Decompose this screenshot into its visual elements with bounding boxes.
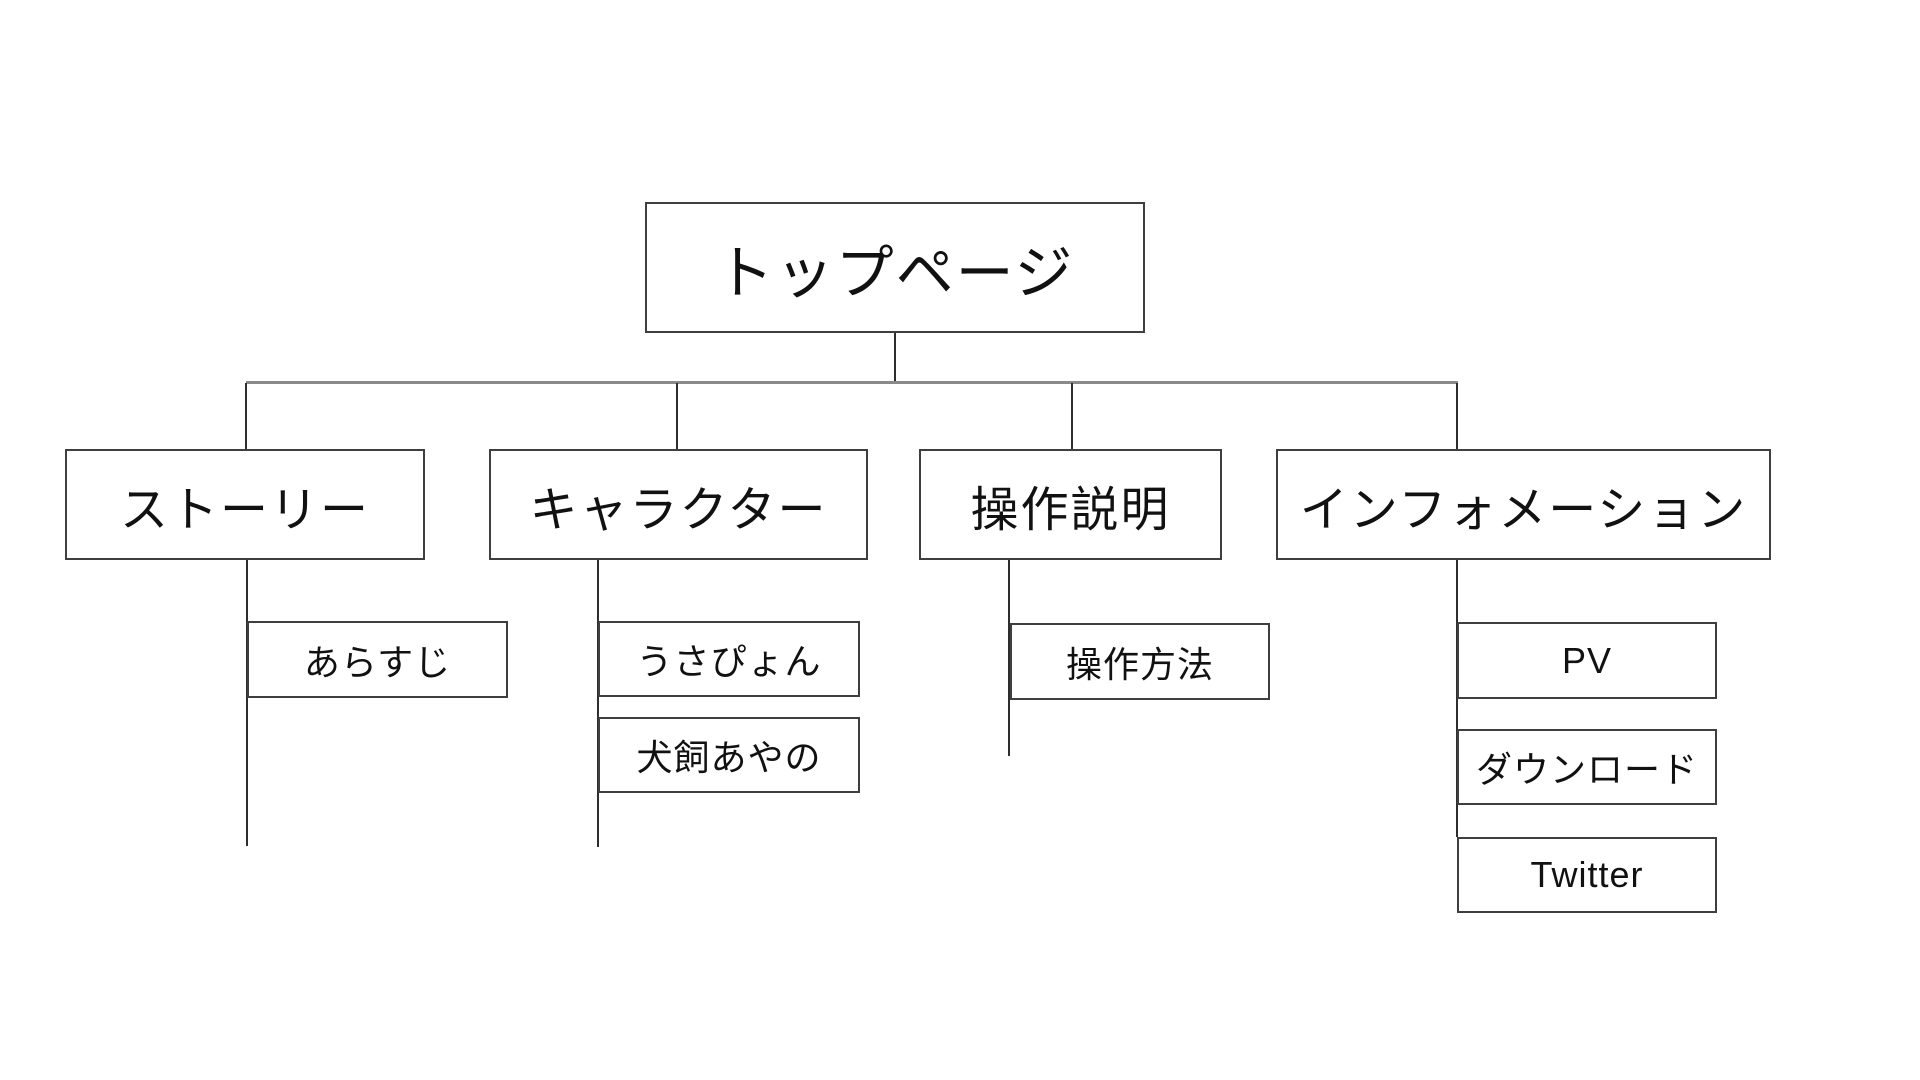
node-story: ストーリー — [65, 449, 425, 560]
node-character-label: キャラクター — [529, 483, 828, 537]
node-top-page-label: トップページ — [715, 240, 1075, 306]
node-pv: PV — [1457, 622, 1717, 699]
node-howto: 操作方法 — [1010, 623, 1270, 700]
node-controls: 操作説明 — [919, 449, 1222, 560]
node-character: キャラクター — [489, 449, 868, 560]
node-download: ダウンロード — [1457, 729, 1717, 805]
connector-drop-story — [245, 383, 247, 449]
node-top-page: トップページ — [645, 202, 1145, 333]
node-howto-label: 操作方法 — [1065, 643, 1214, 685]
node-synopsis: あらすじ — [247, 621, 508, 698]
node-twitter-label: Twitter — [1530, 854, 1644, 895]
connector-root-drop — [894, 333, 896, 383]
node-usapyon-label: うさぴょん — [636, 641, 822, 682]
node-download-label: ダウンロード — [1475, 749, 1698, 790]
node-inukai-ayano-label: 犬飼あやの — [636, 737, 822, 778]
node-pv-label: PV — [1561, 639, 1613, 681]
node-information: インフォメーション — [1276, 449, 1771, 560]
node-story-label: ストーリー — [119, 483, 370, 537]
node-inukai-ayano: 犬飼あやの — [598, 717, 860, 793]
node-synopsis-label: あらすじ — [303, 641, 452, 683]
trunk-character — [597, 560, 599, 847]
node-twitter: Twitter — [1457, 837, 1717, 913]
node-information-label: インフォメーション — [1299, 483, 1748, 537]
trunk-controls — [1008, 560, 1010, 756]
node-controls-label: 操作説明 — [970, 483, 1171, 537]
connector-horizontal-main — [246, 381, 1458, 384]
connector-drop-controls — [1071, 383, 1073, 449]
node-usapyon: うさぴょん — [598, 621, 860, 697]
trunk-story — [246, 560, 248, 846]
connector-drop-character — [676, 383, 678, 449]
connector-drop-information — [1456, 383, 1458, 449]
